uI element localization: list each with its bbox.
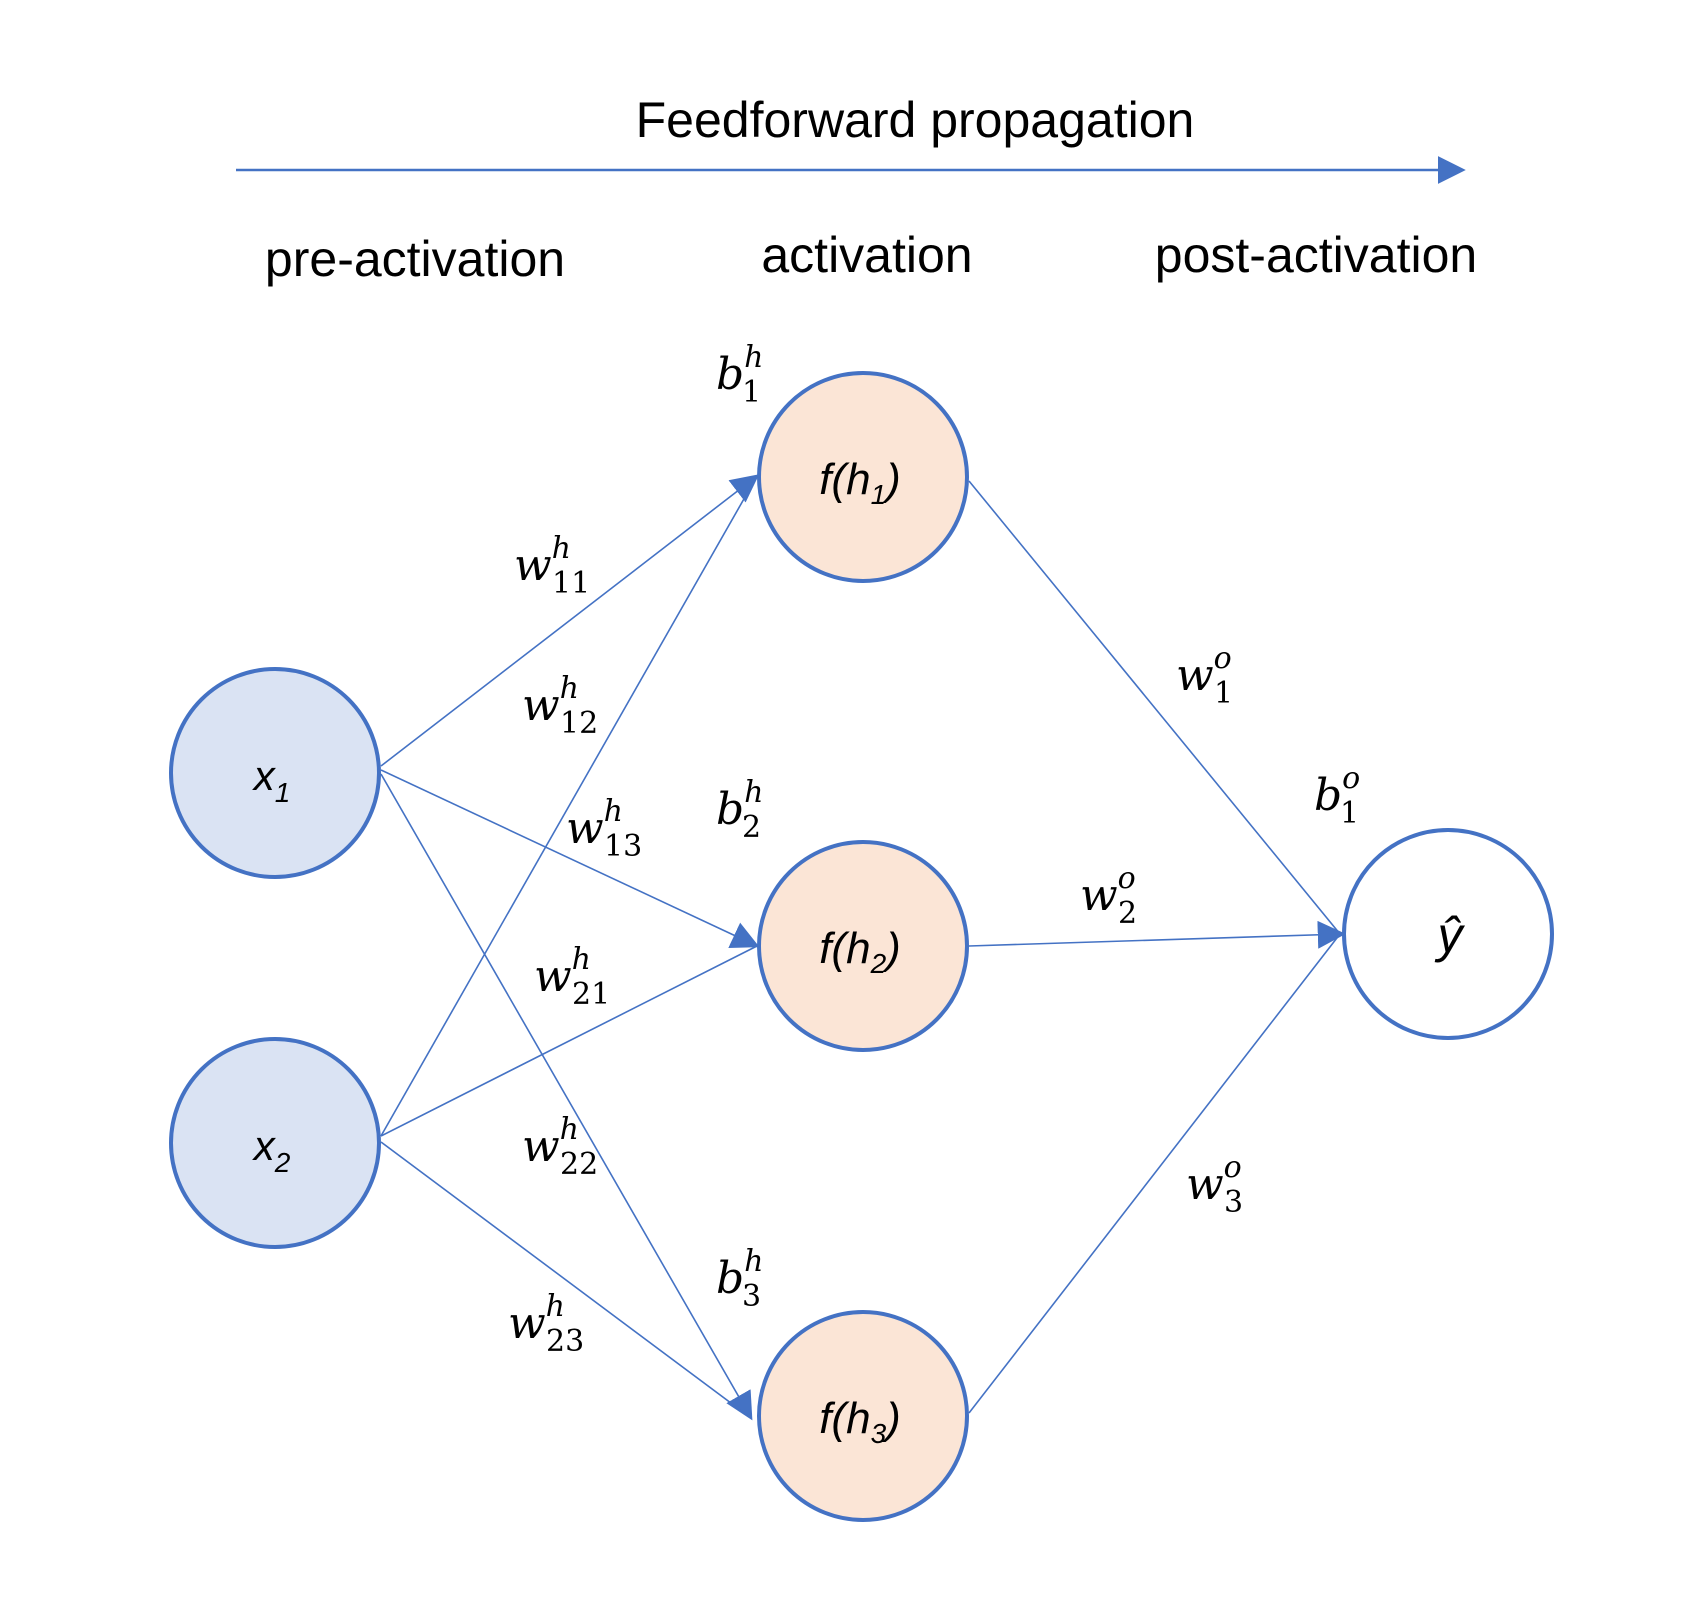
edge-x1-h1 xyxy=(380,474,760,767)
hidden-node-h2 xyxy=(757,840,969,1052)
stage-label-activation: activation xyxy=(761,227,972,283)
edge-h2-y xyxy=(968,920,1346,949)
input-node-x2 xyxy=(169,1037,381,1249)
diagram-title: Feedforward propagation xyxy=(636,92,1195,148)
label-y-hat: ŷ xyxy=(1435,907,1466,963)
edges-hidden-output xyxy=(968,480,1346,1414)
edges-input-hidden xyxy=(380,474,760,1421)
edge-x2-h1 xyxy=(380,475,758,1137)
hidden-node-h1 xyxy=(757,371,969,583)
stage-label-pre-activation: pre-activation xyxy=(265,231,565,287)
edge-x1-h2 xyxy=(380,769,760,948)
stage-label-post-activation: post-activation xyxy=(1155,227,1477,283)
edge-x2-h2 xyxy=(380,945,758,1137)
edge-x2-h3 xyxy=(380,1141,752,1419)
label-x1: x1 xyxy=(252,752,291,808)
label-f-h3: f(h3) xyxy=(819,1394,901,1449)
hidden-node-h3 xyxy=(757,1310,969,1522)
input-node-x1 xyxy=(169,667,381,879)
label-x2: x2 xyxy=(252,1122,291,1178)
label-f-h2: f(h2) xyxy=(819,924,901,979)
edge-h1-y xyxy=(968,480,1341,935)
label-f-h1: f(h1) xyxy=(819,455,901,510)
edge-h3-y xyxy=(968,933,1341,1414)
output-node-y xyxy=(1342,828,1554,1040)
edge-x1-h3 xyxy=(380,773,753,1421)
